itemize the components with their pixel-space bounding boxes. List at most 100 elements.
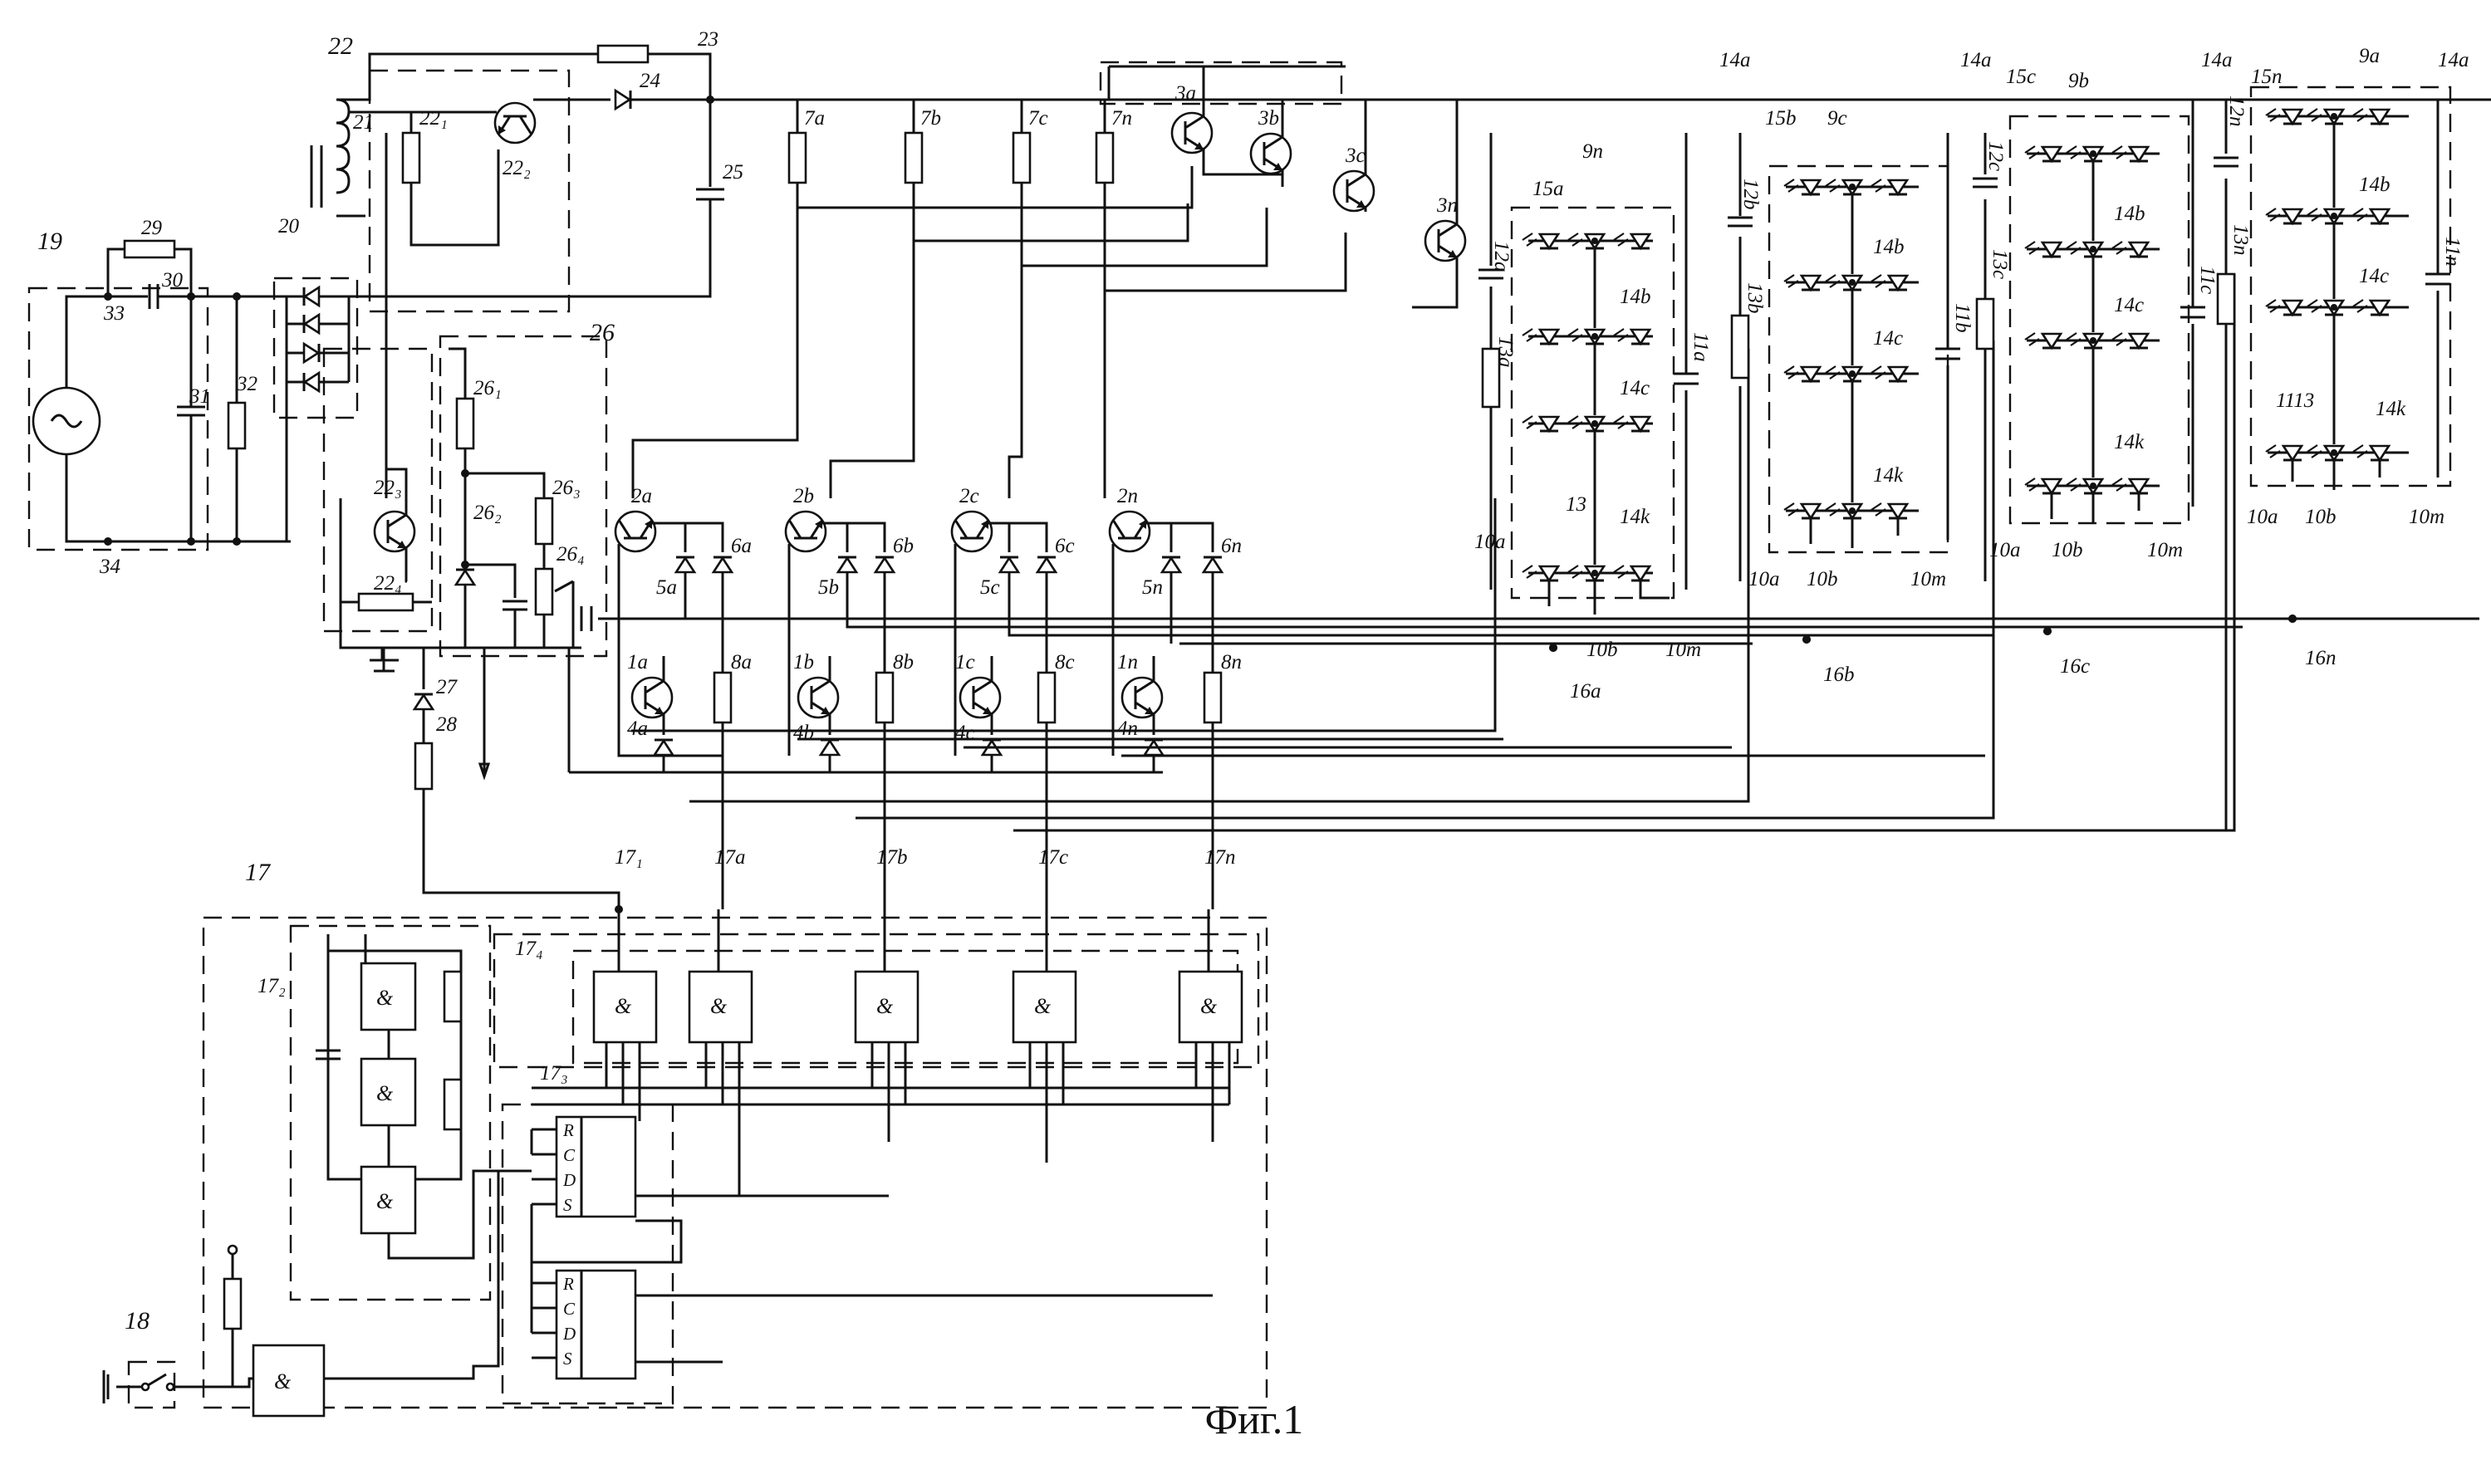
- label-5a: 5a: [656, 576, 677, 599]
- label-17n: 17n: [1204, 846, 1236, 869]
- label-22-2: 22₂: [503, 157, 531, 179]
- label-10b-1: 10b: [1586, 639, 1618, 661]
- label-4c: 4c: [955, 722, 975, 744]
- resistor-7c: [1013, 133, 1030, 183]
- label-26-1: 26₁: [473, 377, 502, 399]
- label-11n: 11n: [2441, 237, 2464, 267]
- label-2n: 2n: [1117, 485, 1138, 507]
- label-11c: 11c: [2196, 266, 2219, 294]
- label-18: 18: [125, 1307, 150, 1335]
- label-13b: 13b: [1743, 282, 1766, 314]
- label-22-3: 22₃: [374, 477, 402, 499]
- label-9a: 9a: [2359, 45, 2380, 67]
- label-3a: 3a: [1174, 82, 1196, 105]
- label-10m-2: 10m: [1910, 568, 1946, 590]
- label-17-3: 17₃: [540, 1062, 568, 1085]
- pin-s-1: S: [563, 1195, 572, 1215]
- resistor-29: [125, 241, 174, 257]
- label-10b-2: 10b: [1807, 568, 1838, 590]
- gate-symbol-9: &: [274, 1369, 292, 1393]
- label-17c: 17c: [1038, 846, 1068, 869]
- label-21: 21: [353, 111, 374, 134]
- label-8c: 8c: [1055, 651, 1075, 673]
- label-1c: 1c: [955, 651, 975, 673]
- label-12n: 12n: [2225, 96, 2248, 127]
- label-7n: 7n: [1111, 107, 1132, 130]
- label-11a: 11a: [1689, 332, 1712, 362]
- label-1b: 1b: [793, 651, 814, 673]
- gate-symbol-7: &: [1034, 994, 1052, 1018]
- potentiometer-26-4: [536, 569, 552, 615]
- label-9c: 9c: [1827, 107, 1847, 130]
- label-14k-3: 14k: [2114, 431, 2145, 453]
- label-12a: 12a: [1490, 241, 1513, 272]
- label-33: 33: [103, 302, 125, 325]
- label-22-4: 22₄: [374, 572, 402, 595]
- label-14b-4: 14b: [2359, 174, 2390, 196]
- label-17-4: 17₄: [515, 938, 543, 960]
- label-22: 22: [328, 32, 353, 60]
- resistor-32: [228, 403, 245, 448]
- label-7c: 7c: [1028, 107, 1048, 130]
- label-14a-1: 14a: [1719, 49, 1751, 71]
- gate-symbol-3: &: [376, 1189, 394, 1213]
- pin-r-1: R: [562, 1120, 574, 1140]
- label-19: 19: [37, 228, 62, 255]
- label-4n: 4n: [1117, 718, 1138, 740]
- label-8b: 8b: [893, 651, 914, 673]
- label-6n: 6n: [1221, 535, 1242, 557]
- label-14b-2: 14b: [1873, 236, 1905, 258]
- label-15b: 15b: [1765, 107, 1797, 130]
- led-modules: [1478, 87, 2450, 830]
- label-14c-2: 14c: [1873, 327, 1903, 350]
- label-10a-2: 10a: [1748, 568, 1780, 590]
- label-4a: 4a: [627, 718, 648, 740]
- label-25: 25: [723, 161, 743, 184]
- pin-c-1: C: [563, 1145, 576, 1165]
- label-6b: 6b: [893, 535, 914, 557]
- resistor-7a: [789, 133, 806, 183]
- label-34: 34: [99, 556, 120, 578]
- pin-d-1: D: [562, 1170, 576, 1190]
- label-10a-4: 10a: [2247, 506, 2278, 528]
- label-14b-1: 14b: [1620, 286, 1651, 308]
- pin-r-2: R: [562, 1274, 574, 1294]
- power-supply-block-22: [311, 46, 710, 671]
- label-7b: 7b: [920, 107, 941, 130]
- led-module-9a: [2214, 87, 2450, 830]
- resistor-8b: [876, 673, 893, 722]
- label-22-1: 22₁: [419, 107, 448, 130]
- label-10a-1: 10a: [1474, 531, 1506, 553]
- label-14k-2: 14k: [1873, 464, 1904, 487]
- gate-symbol-6: &: [876, 994, 894, 1018]
- label-16c: 16c: [2060, 655, 2090, 678]
- label-13a: 13a: [1494, 336, 1517, 368]
- label-17a: 17a: [714, 846, 746, 869]
- label-27: 27: [436, 676, 458, 698]
- label-26-2: 26₂: [473, 502, 502, 524]
- label-9b: 9b: [2068, 70, 2089, 92]
- resistor-7b: [905, 133, 922, 183]
- label-31: 31: [189, 385, 210, 408]
- resistor-8c: [1038, 673, 1055, 722]
- label-14c-3: 14c: [2114, 294, 2144, 316]
- gate-symbol-2: &: [376, 1081, 394, 1105]
- label-1113: 1113: [2276, 389, 2314, 412]
- label-13n: 13n: [2229, 224, 2252, 256]
- resistor-7n: [1096, 133, 1113, 183]
- label-10m-1: 10m: [1665, 639, 1701, 661]
- label-26-3: 26₃: [552, 477, 581, 499]
- label-20: 20: [278, 215, 300, 238]
- label-14k-1: 14k: [1620, 506, 1650, 528]
- label-14k-4: 14k: [2376, 398, 2406, 420]
- gate-symbol-1: &: [376, 986, 394, 1010]
- label-15n: 15n: [2251, 66, 2283, 88]
- label-14c-1: 14c: [1620, 377, 1650, 399]
- label-29: 29: [141, 217, 163, 239]
- label-14a-2: 14a: [1960, 49, 1992, 71]
- label-23: 23: [698, 28, 718, 51]
- resistor-28: [415, 743, 432, 789]
- resistor-26-1: [457, 399, 473, 448]
- label-26-4: 26₄: [557, 543, 585, 566]
